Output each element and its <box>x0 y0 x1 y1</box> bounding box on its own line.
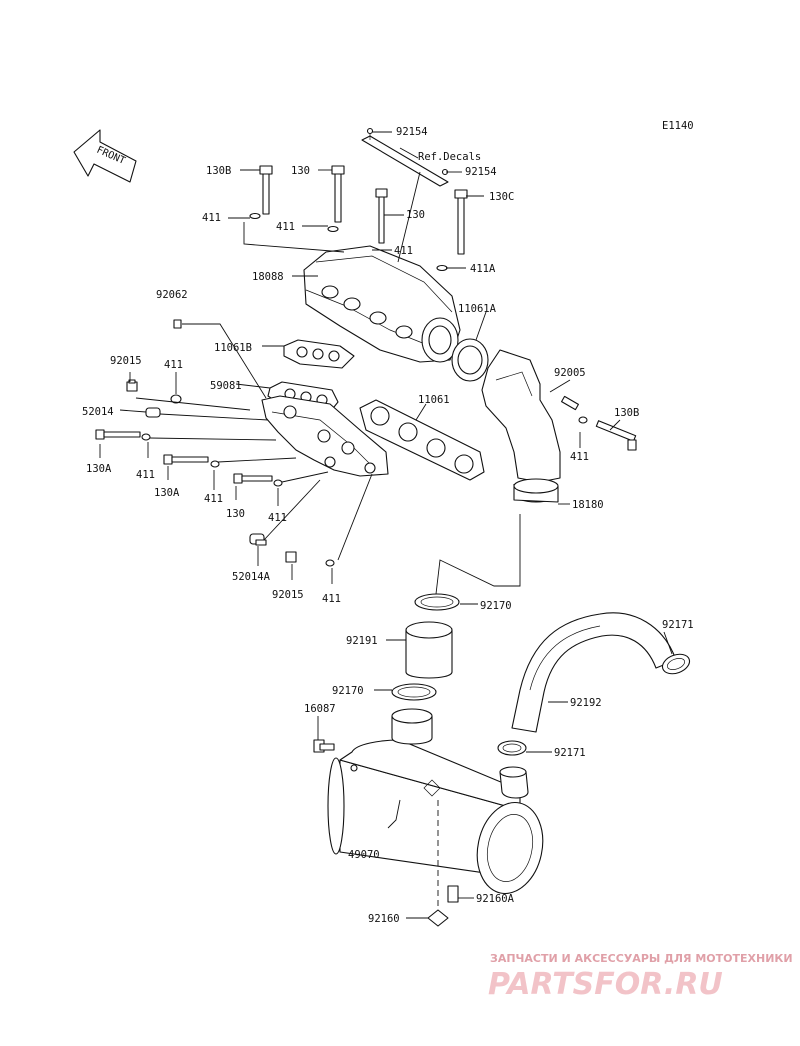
hose-92192 <box>511 612 677 733</box>
label-130-low: 130 <box>226 508 245 520</box>
label-52014A: 52014A <box>232 571 271 583</box>
stud-92005 <box>561 395 579 411</box>
label-92160A: 92160A <box>476 893 515 905</box>
label-411-g: 411 <box>268 512 287 524</box>
nut-92015-low <box>285 551 297 563</box>
label-92015-top: 92015 <box>110 355 142 367</box>
label-130B-right: 130B <box>614 407 639 419</box>
label-92005: 92005 <box>554 367 586 379</box>
bolt-130A-mid <box>163 454 209 465</box>
label-49070: 49070 <box>348 849 380 861</box>
label-11061A: 11061A <box>458 303 497 315</box>
label-130-mid: 130 <box>406 209 425 221</box>
watermark: ЗАПЧАСТИ И АКСЕССУАРЫ ДЛЯ МОТОТЕХНИКИ PA… <box>488 952 793 1002</box>
label-18180: 18180 <box>572 499 604 511</box>
decal-strip <box>361 127 449 187</box>
label-92171-low: 92171 <box>554 747 586 759</box>
label-18088: 18088 <box>252 271 284 283</box>
gasket-11061B <box>283 339 355 369</box>
label-59081: 59081 <box>210 380 242 392</box>
sleeve-92191 <box>405 621 453 679</box>
label-130A-left: 130A <box>86 463 112 475</box>
manifold-cover-18088 <box>303 245 461 363</box>
label-52014: 52014 <box>82 406 114 418</box>
label-130B-left: 130B <box>206 165 231 177</box>
label-411-b: 411 <box>276 221 295 233</box>
washer-411-b <box>327 225 339 233</box>
exhaust-elbow-18180 <box>481 349 561 503</box>
bolt-130C <box>454 189 468 255</box>
label-92160: 92160 <box>368 913 400 925</box>
gasket-11061A <box>451 338 489 382</box>
label-92154-top: 92154 <box>396 126 428 138</box>
leader-lines <box>99 131 673 919</box>
label-92154-mid: 92154 <box>465 166 497 178</box>
washer-411-d <box>170 394 182 404</box>
nut-92015-top <box>126 379 138 392</box>
label-130-top: 130 <box>291 165 310 177</box>
label-92192: 92192 <box>570 697 602 709</box>
front-arrow-icon: FRONT <box>73 129 137 183</box>
label-130C: 130C <box>489 191 514 203</box>
label-92170-top: 92170 <box>480 600 512 612</box>
clamp-92170-low <box>391 683 437 701</box>
bolt-130-top <box>331 165 345 223</box>
label-92062: 92062 <box>156 289 188 301</box>
label-411-d: 411 <box>164 359 183 371</box>
washer-411-f <box>210 460 220 468</box>
label-92170-low: 92170 <box>332 685 364 697</box>
washer-411-right <box>578 416 588 424</box>
bolt-130B-right <box>595 420 637 451</box>
bolt-130-mid <box>375 188 388 244</box>
muffler-49070 <box>327 708 544 895</box>
label-92015-low: 92015 <box>272 589 304 601</box>
watermark-brand: PARTSFOR.RU <box>488 967 723 1002</box>
clamp-92171-low <box>497 740 527 756</box>
part-labels: 92154 Ref.Decals 92154 130B 130 130 130C… <box>82 126 694 925</box>
pad-92160 <box>427 909 449 927</box>
label-411-a: 411 <box>202 212 221 224</box>
label-92171-top: 92171 <box>662 619 694 631</box>
bolt-130-low <box>233 473 273 484</box>
sensor-52014 <box>145 407 161 418</box>
label-411-c: 411 <box>394 245 413 257</box>
clamp-92171-top <box>661 653 691 675</box>
exhaust-manifold <box>261 395 389 477</box>
bolt-130A-left <box>95 429 141 440</box>
label-411-e: 411 <box>136 469 155 481</box>
drain-plug-16087 <box>313 739 335 753</box>
watermark-tagline: ЗАПЧАСТИ И АКСЕССУАРЫ ДЛЯ МОТОТЕХНИКИ <box>490 952 793 965</box>
label-411-f: 411 <box>204 493 223 505</box>
label-11061: 11061 <box>418 394 450 406</box>
clamp-92170-top <box>414 593 460 611</box>
gasket-11061 <box>359 399 485 481</box>
diagram-id: E1140 <box>662 120 694 132</box>
washer-411A <box>436 264 448 272</box>
washer-411-a <box>249 212 261 220</box>
label-92191: 92191 <box>346 635 378 647</box>
label-11061B: 11061B <box>214 342 252 354</box>
ref-decals-note: Ref.Decals <box>418 151 481 163</box>
sensor-52014A <box>249 533 267 546</box>
bolt-130B-top <box>259 165 273 215</box>
washer-411-e <box>141 433 151 441</box>
label-130A-mid: 130A <box>154 487 180 499</box>
washer-411-g <box>273 479 283 487</box>
label-411-h: 411 <box>322 593 341 605</box>
label-411-right: 411 <box>570 451 589 463</box>
label-16087: 16087 <box>304 703 336 715</box>
plug-92062 <box>173 319 182 329</box>
label-411A: 411A <box>470 263 496 275</box>
pad-92160A <box>447 885 459 903</box>
washer-411-h <box>325 559 335 567</box>
